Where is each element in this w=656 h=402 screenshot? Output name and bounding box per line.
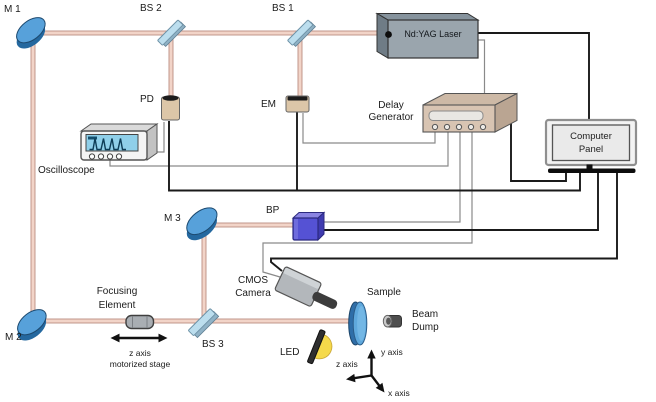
beam-splitter-bs2 [157,19,187,48]
computer-screen [551,124,631,162]
label-motorized-stage: z axis motorized stage [95,348,185,370]
label-stage-line2: motorized stage [109,359,171,369]
beam-m3-to-bp [203,222,297,228]
label-bs3: BS 3 [202,339,224,350]
wire-em-to-delay [302,113,436,144]
label-cmos-line2: Camera [235,288,271,299]
computer-base-bar [548,168,636,173]
x-axis-arrow [375,382,385,393]
label-m3: M 3 [164,213,181,224]
pulse-waveform [89,138,126,151]
wire-delay-to-bp [321,130,461,223]
laser-aperture [385,31,392,38]
label-delay-line1: Delay [378,100,404,111]
delay-generator-device [422,92,518,133]
beam-bs2-to-pd [168,33,174,98]
mirror-m1 [16,17,46,49]
label-laser: Nd:YAG Laser [404,29,462,39]
label-m2: M 2 [5,332,22,343]
label-bs1: BS 1 [272,3,294,14]
z-axis-arrow [346,373,356,383]
oscilloscope-knob [97,153,105,160]
label-beam-dump-line1: Beam [412,309,439,320]
black-signal-wires [168,32,618,272]
wire-bp-to-computer [321,172,599,231]
delay-generator-display [428,110,484,121]
label-delay-line2: Generator [368,112,414,123]
wire-laser-to-delay [478,39,486,101]
mirror-m3 [186,207,218,241]
label-computer-line1: Computer [570,131,612,142]
sample-device [348,301,368,346]
label-focusing-line2: Element [98,299,136,311]
wire-laser-to-computer [478,32,590,121]
wire-pd-to-computer [168,121,581,192]
label-bs2: BS 2 [140,3,162,14]
wire-oscilloscope-to-delay [109,130,449,167]
mirror-m2 [17,309,47,341]
label-computer-panel: Computer Panel [552,130,630,156]
oscilloscope-device [79,123,159,161]
label-em: EM [261,99,276,110]
label-pd: PD [140,94,154,105]
label-stage-line1: z axis [129,348,151,358]
photodiode-device [161,95,180,121]
label-beam-dump: Beam Dump [412,308,439,334]
oscilloscope-knob [115,153,123,160]
beam-m1-to-m2 [30,30,36,327]
delay-generator-button [431,123,439,131]
computer-panel-device [544,118,638,173]
cmos-camera-device [274,266,338,309]
oscilloscope-screen [85,134,139,152]
gray-signal-wires [109,39,486,278]
beam-bs3-to-m3 [201,224,207,324]
stage-travel-arrow [110,333,168,343]
label-m1: M 1 [4,4,21,15]
label-x-axis: x axis [388,388,410,398]
label-y-axis: y axis [381,347,403,357]
label-delay-generator: Delay Generator [356,100,426,124]
label-computer-line2: Panel [578,144,604,155]
delay-generator-button [455,123,463,131]
label-cmos-line1: CMOS [238,275,268,286]
energy-meter-device [285,95,310,113]
bp-device [291,211,326,242]
led-glow [314,334,333,360]
label-beam-dump-line2: Dump [412,322,439,333]
led-device [307,329,333,365]
label-bp: BP [266,205,280,216]
beam-m1-to-laser [29,30,390,36]
wire-cmos-to-computer [270,172,618,272]
label-cmos-camera: CMOS Camera [228,274,278,300]
delay-generator-button [467,123,475,131]
label-led: LED [280,347,300,358]
oscilloscope-knob [88,153,96,160]
label-z-axis: z axis [336,359,358,369]
label-sample: Sample [367,287,401,298]
laser-device [375,12,480,59]
beam-dump-device [382,314,402,328]
label-focusing-line1: Focusing [96,286,138,297]
y-axis-arrow [367,349,376,359]
beam-splitter-bs3 [188,308,220,339]
wire-delay-to-cmos [262,130,473,278]
beam-m2-to-sample [30,318,354,324]
delay-generator-button [479,123,487,131]
focusing-element-device [125,314,155,330]
beam-splitter-bs1 [287,19,317,48]
wire-delay-to-computer [510,122,567,182]
camera-lens-barrel [312,291,338,309]
label-oscilloscope: Oscilloscope [38,165,95,176]
laser-beams [29,30,390,327]
oscilloscope-knob [106,153,114,160]
delay-generator-button [443,123,451,131]
label-focusing-element: Focusing Element [86,285,148,312]
coordinate-axes [346,349,385,393]
